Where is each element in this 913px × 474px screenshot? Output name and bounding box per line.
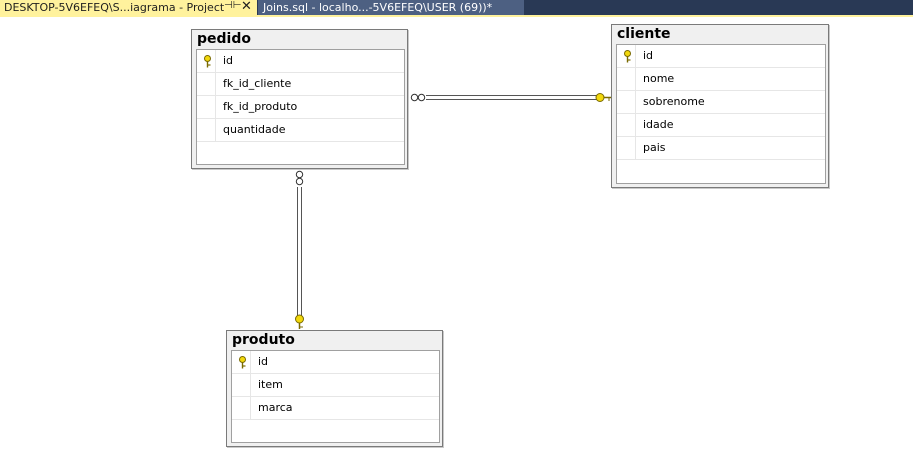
column-row[interactable]: nome (617, 68, 825, 91)
table-pedido-title: pedido (197, 31, 251, 47)
one-end-key-icon (295, 314, 304, 329)
many-end-infinity-icon (410, 93, 426, 102)
primary-key-icon (239, 356, 246, 369)
column-name: pais (643, 141, 666, 154)
column-row[interactable]: pais (617, 137, 825, 160)
column-name: id (643, 49, 654, 62)
relationship-lines (295, 93, 611, 329)
column-row[interactable]: id (617, 45, 825, 68)
tab-joins-sql[interactable]: Joins.sql - localho...-5V6EFEQ\USER (69)… (258, 0, 524, 15)
table-produto-columns: id item marca (231, 350, 440, 443)
document-tab-strip: DESKTOP-5V6EFEQ\S...iagrama - Project ⊣⊢… (0, 0, 913, 17)
column-row[interactable]: id (197, 50, 404, 73)
column-name: fk_id_cliente (223, 77, 292, 90)
column-row[interactable]: fk_id_produto (197, 96, 404, 119)
tab-joins-sql-label: Joins.sql - localho...-5V6EFEQ\USER (69)… (263, 1, 493, 14)
column-name: id (223, 54, 234, 67)
active-tab-underline (0, 15, 913, 17)
column-row[interactable]: idade (617, 114, 825, 137)
table-cliente-columns: id nome sobrenome idade pais (616, 44, 826, 184)
column-name: fk_id_produto (223, 100, 298, 113)
table-pedido-columns: id fk_id_cliente fk_id_produto quantidad… (196, 49, 405, 165)
pin-icon[interactable]: ⊣⊢ (224, 0, 242, 11)
column-name: item (258, 378, 283, 391)
column-name: idade (643, 118, 674, 131)
relationship-pedido-cliente[interactable] (410, 93, 611, 102)
relationship-pedido-produto[interactable] (295, 170, 304, 329)
table-produto-title: produto (232, 332, 295, 348)
primary-key-icon (204, 55, 211, 68)
close-icon[interactable]: ✕ (241, 0, 252, 14)
primary-key-icon (624, 50, 631, 63)
column-name: id (258, 355, 269, 368)
column-name: quantidade (223, 123, 286, 136)
column-row[interactable]: item (232, 374, 439, 397)
table-produto[interactable]: produto id item marca (226, 330, 443, 447)
many-end-infinity-icon (295, 170, 304, 186)
column-row[interactable]: fk_id_cliente (197, 73, 404, 96)
table-cliente[interactable]: cliente id nome sobrenome (611, 24, 829, 188)
column-row[interactable]: id (232, 351, 439, 374)
tab-diagram-label: DESKTOP-5V6EFEQ\S...iagrama - Project (4, 1, 225, 14)
table-cliente-title: cliente (617, 26, 671, 42)
diagram-canvas[interactable]: pedido id fk_id_cliente fk_id_produto (0, 17, 913, 474)
one-end-key-icon (595, 93, 611, 102)
table-pedido[interactable]: pedido id fk_id_cliente fk_id_produto (191, 29, 408, 169)
column-name: nome (643, 72, 675, 85)
column-name: sobrenome (643, 95, 705, 108)
column-row[interactable]: sobrenome (617, 91, 825, 114)
column-name: marca (258, 401, 293, 414)
column-row[interactable]: marca (232, 397, 439, 420)
tab-diagram[interactable]: DESKTOP-5V6EFEQ\S...iagrama - Project (0, 0, 257, 15)
column-row[interactable]: quantidade (197, 119, 404, 142)
